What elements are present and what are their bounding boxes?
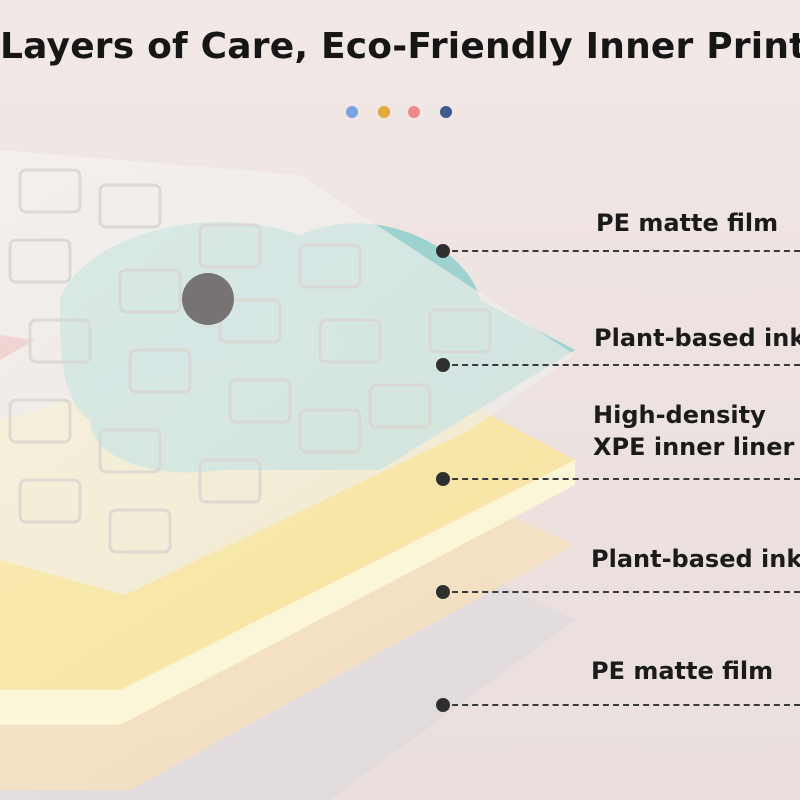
label-pe-matte-film-bottom: PE matte film: [591, 657, 774, 685]
navy-dot: [440, 106, 452, 118]
embossed-tiles: [8, 168, 492, 554]
yellow-dot: [378, 106, 390, 118]
blue-dot: [346, 106, 358, 118]
grey-circle-mark: [182, 273, 234, 325]
accent-dots: [346, 106, 456, 120]
label-pe-matte-film-top: PE matte film: [596, 209, 779, 237]
leader-dot-3: [436, 472, 450, 486]
leader-line-4: [442, 591, 800, 593]
leader-line-5: [442, 704, 800, 706]
leader-dot-4: [436, 585, 450, 599]
label-plant-based-ink-lower: Plant-based ink: [591, 545, 800, 573]
leader-dot-5: [436, 698, 450, 712]
label-xpe-line2: XPE inner liner: [593, 433, 795, 461]
leader-line-2: [442, 364, 800, 366]
leader-dot-2: [436, 358, 450, 372]
pink-dot: [408, 106, 420, 118]
label-xpe-line1: High-density: [593, 401, 766, 429]
top-film-layer: [0, 150, 575, 595]
label-plant-based-ink-upper: Plant-based ink: [594, 324, 800, 352]
leader-line-3: [442, 478, 800, 480]
xpe-liner-side: [0, 460, 575, 725]
leader-line-1: [442, 250, 800, 252]
page-title: Layers of Care, Eco-Friendly Inner Print…: [0, 26, 800, 67]
leader-dot-1: [436, 244, 450, 258]
